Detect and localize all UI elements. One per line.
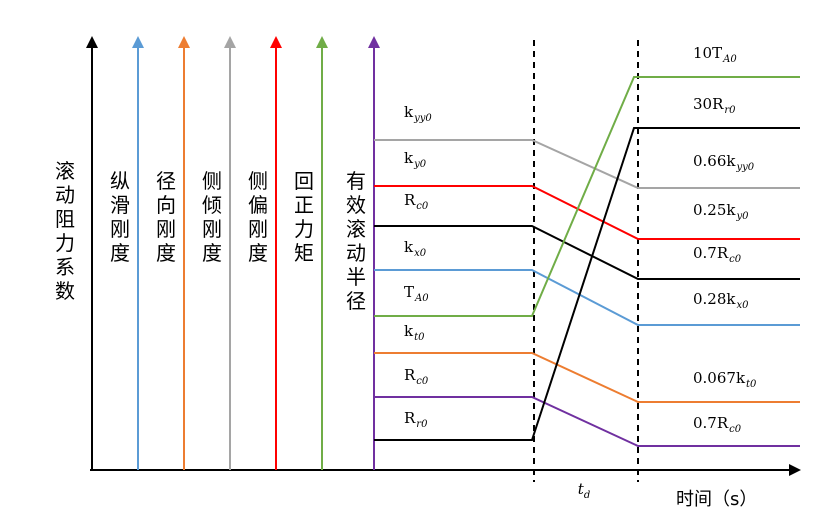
vertical-label-char: 滑 bbox=[110, 193, 130, 217]
y-axis-title-char: 系 bbox=[55, 255, 75, 279]
vertical-label-char: 效 bbox=[346, 193, 366, 217]
series-line-black bbox=[374, 225, 800, 280]
vertical-label-char: 向 bbox=[156, 193, 176, 217]
series-left-label: kyy0 bbox=[404, 103, 432, 124]
series-left-label: kt0 bbox=[404, 322, 425, 343]
series-line-orange bbox=[374, 352, 800, 403]
vertical-label-char: 纵 bbox=[110, 169, 130, 193]
y-axis-title-char: 力 bbox=[55, 231, 75, 255]
x-axis-title: 时间（s） bbox=[676, 489, 757, 510]
series-right-label: 0.25ky0 bbox=[693, 201, 749, 222]
series-right-label: 0.7Rc0 bbox=[693, 414, 742, 435]
vertical-label-char: 滚 bbox=[346, 217, 366, 241]
vertical-label-char: 倾 bbox=[202, 193, 222, 217]
series-line-purple bbox=[374, 396, 800, 447]
vertical-label-char: 刚 bbox=[248, 217, 268, 241]
td-label: td bbox=[578, 480, 590, 501]
vertical-label-char: 径 bbox=[156, 169, 176, 193]
series-left-label: TA0 bbox=[404, 283, 429, 304]
vertical-label-char: 动 bbox=[346, 241, 366, 265]
vertical-label-char: 回 bbox=[294, 169, 314, 193]
vertical-label-char: 度 bbox=[110, 241, 130, 265]
y-axis-title-char: 数 bbox=[55, 279, 75, 303]
series-right-label: 0.66kyy0 bbox=[693, 152, 755, 173]
y-axis-title-char: 动 bbox=[55, 183, 75, 207]
vertical-label-char: 正 bbox=[294, 193, 314, 217]
series-line-black bbox=[374, 127, 800, 441]
series-left-label: ky0 bbox=[404, 149, 427, 170]
vertical-label-char: 矩 bbox=[294, 241, 314, 265]
series-right-label: 0.067kt0 bbox=[693, 369, 757, 390]
vertical-label-char: 半 bbox=[346, 265, 366, 289]
series-right-label: 0.7Rc0 bbox=[693, 244, 742, 265]
vertical-label-char: 度 bbox=[156, 241, 176, 265]
series-left-label: Rc0 bbox=[404, 366, 429, 387]
vertical-label-char: 刚 bbox=[110, 217, 130, 241]
series-right-label: 10TA0 bbox=[693, 44, 737, 65]
y-axis-title-char: 阻 bbox=[55, 207, 75, 231]
series-left-label: Rc0 bbox=[404, 191, 429, 212]
y-axis-title-char: 滚 bbox=[55, 159, 75, 183]
vertical-label-char: 度 bbox=[202, 241, 222, 265]
series-left-label: Rr0 bbox=[404, 409, 428, 430]
vertical-label-char: 刚 bbox=[156, 217, 176, 241]
series-line-green bbox=[374, 76, 800, 317]
vertical-label-char: 刚 bbox=[202, 217, 222, 241]
series-line-blue bbox=[374, 269, 800, 326]
vertical-label-char: 侧 bbox=[202, 169, 222, 193]
series-line-red bbox=[374, 185, 800, 240]
vertical-label-char: 径 bbox=[346, 289, 366, 313]
vertical-label-char: 有 bbox=[346, 169, 366, 193]
series-line-gray bbox=[374, 139, 800, 189]
vertical-label-char: 力 bbox=[294, 217, 314, 241]
vertical-label-char: 度 bbox=[248, 241, 268, 265]
series-right-label: 30Rr0 bbox=[693, 95, 736, 116]
vertical-label-char: 偏 bbox=[248, 193, 268, 217]
series-right-label: 0.28kx0 bbox=[693, 290, 749, 311]
vertical-label-char: 侧 bbox=[248, 169, 268, 193]
series-left-label: kx0 bbox=[404, 238, 427, 259]
